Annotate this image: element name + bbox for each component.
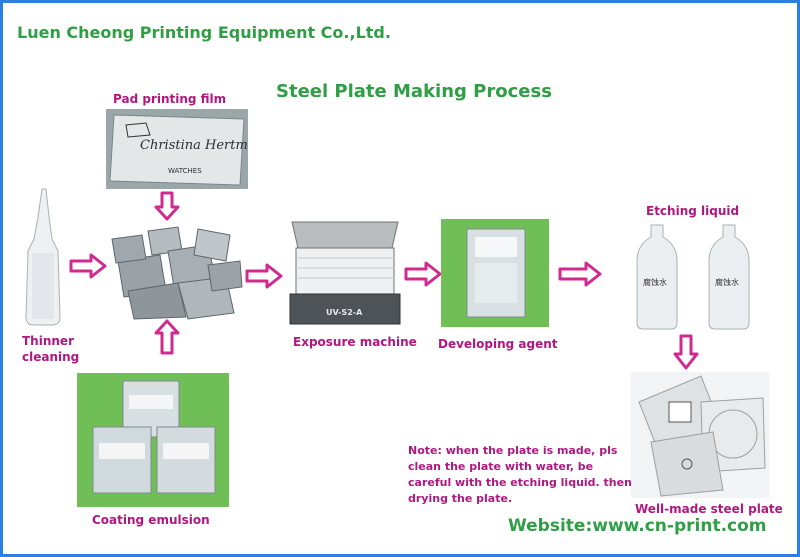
arrow-right-exposure: [404, 261, 442, 287]
steel-plates-image: [111, 226, 243, 320]
thinner-label: Thinner cleaning: [22, 333, 79, 365]
diagram-title: Steel Plate Making Process: [276, 81, 552, 102]
etching-label: Etching liquid: [646, 204, 740, 218]
thinner-bottle-image: [25, 188, 61, 326]
arrow-down-film: [154, 191, 180, 221]
company-name: Luen Cheong Printing Equipment Co.,Ltd.: [17, 23, 391, 42]
thinner-label-line2: cleaning: [22, 350, 80, 364]
well-made-label: Well-made steel plate: [635, 502, 783, 516]
exposure-machine-image: UV-S2-A: [289, 221, 401, 325]
arrow-right-developing: [558, 261, 602, 287]
well-made-plate-image: [631, 372, 769, 498]
process-note: Note: when the plate is made, pls clean …: [408, 444, 632, 505]
film-brand-text: WATCHES: [168, 167, 202, 175]
website-link[interactable]: Website:www.cn-print.com: [508, 516, 767, 536]
arrow-up-coating: [154, 319, 180, 355]
bottle-label-left: 腐蚀水: [643, 277, 667, 287]
arrow-right-thinner: [69, 253, 107, 279]
bottle-label-right: 腐蚀水: [715, 277, 739, 287]
developing-agent-image: [441, 219, 549, 327]
etching-liquid-image: 腐蚀水 腐蚀水: [636, 224, 750, 330]
film-label: Pad printing film: [113, 92, 227, 106]
thinner-label-line1: Thinner: [22, 334, 74, 348]
film-script-text: Christina Hertman: [140, 138, 248, 153]
coating-label: Coating emulsion: [92, 513, 210, 527]
exposure-label: Exposure machine: [293, 335, 417, 349]
machine-model-text: UV-S2-A: [326, 308, 363, 317]
arrow-down-etching: [673, 334, 699, 370]
pad-printing-film-image: Christina Hertman WATCHES: [106, 109, 248, 189]
arrow-right-plates: [245, 263, 283, 289]
coating-emulsion-image: [77, 373, 229, 507]
developing-label: Developing agent: [438, 337, 558, 351]
